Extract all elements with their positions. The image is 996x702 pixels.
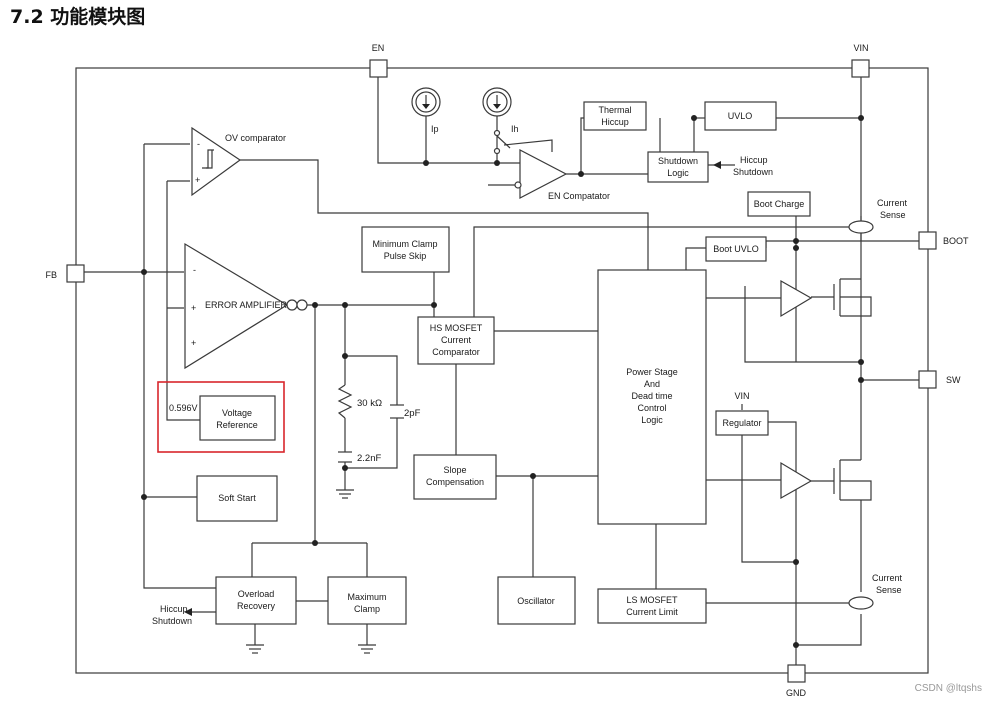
svg-text:Sense: Sense — [880, 210, 906, 220]
svg-text:Dead time: Dead time — [631, 391, 672, 401]
svg-text:Hiccup: Hiccup — [601, 117, 629, 127]
uvlo-block: UVLO — [704, 101, 777, 131]
svg-text:Oscillator: Oscillator — [517, 596, 555, 606]
current-sense-bottom: Current Sense — [848, 573, 903, 610]
watermark: CSDN @ltqshs — [914, 683, 982, 694]
svg-text:And: And — [644, 379, 660, 389]
svg-text:Ip: Ip — [431, 124, 439, 134]
thermal-hiccup-block: Thermal Hiccup — [583, 101, 647, 131]
compensation-network: 30 kΩ 2pF 2.2nF — [337, 384, 421, 464]
svg-text:Logic: Logic — [667, 168, 689, 178]
svg-text:Shutdown: Shutdown — [733, 167, 773, 177]
ov-comparator: - + OV comparator — [191, 126, 286, 197]
svg-text:Pulse Skip: Pulse Skip — [384, 251, 427, 261]
svg-text:OV comparator: OV comparator — [225, 133, 286, 143]
current-source-ip: Ip — [411, 87, 441, 134]
svg-text:+: + — [195, 175, 200, 185]
svg-text:Maximum: Maximum — [347, 592, 386, 602]
svg-text:ERROR AMPLIFIER: ERROR AMPLIFIER — [205, 300, 288, 310]
svg-text:BOOT: BOOT — [943, 236, 969, 246]
pin-boot: BOOT — [918, 231, 969, 250]
slope-compensation-block: Slope Compensation — [413, 454, 497, 500]
current-sense-top: Current Sense — [848, 198, 908, 234]
svg-text:VIN: VIN — [734, 391, 749, 401]
svg-text:GND: GND — [786, 688, 807, 698]
svg-text:Slope: Slope — [443, 465, 466, 475]
svg-text:Current Limit: Current Limit — [626, 607, 678, 617]
svg-text:Boot UVLO: Boot UVLO — [713, 244, 759, 254]
svg-text:EN Compatator: EN Compatator — [548, 191, 610, 201]
svg-text:Regulator: Regulator — [722, 418, 761, 428]
svg-text:+: + — [191, 338, 196, 348]
pin-en: EN — [369, 43, 388, 78]
en-comparator: EN Compatator — [514, 149, 610, 201]
voltage-reference-highlight: 0.596V Voltage Reference — [157, 381, 285, 453]
ls-current-limit-block: LS MOSFET Current Limit — [597, 588, 707, 624]
shutdown-logic-block: Shutdown Logic — [647, 151, 709, 183]
maximum-clamp-block: Maximum Clamp — [327, 576, 407, 625]
svg-text:Clamp: Clamp — [354, 604, 380, 614]
svg-text:Comparator: Comparator — [432, 347, 480, 357]
low-side-driver — [780, 461, 813, 500]
svg-text:Compensation: Compensation — [426, 477, 484, 487]
pin-vin: VIN — [851, 43, 870, 78]
svg-text:2.2nF: 2.2nF — [357, 453, 381, 464]
svg-text:Logic: Logic — [641, 415, 663, 425]
svg-text:Overload: Overload — [238, 589, 275, 599]
boot-uvlo-block: Boot UVLO — [705, 236, 767, 262]
pin-gnd: GND — [786, 664, 807, 698]
svg-text:Current: Current — [441, 335, 472, 345]
svg-text:Current: Current — [877, 198, 908, 208]
svg-text:-: - — [197, 139, 200, 149]
overload-recovery-block: Overload Recovery — [215, 576, 297, 625]
svg-text:Hiccup: Hiccup — [160, 604, 188, 614]
svg-text:+: + — [191, 303, 196, 313]
section-heading: 7.2 功能模块图 — [10, 6, 146, 28]
svg-text:Boot Charge: Boot Charge — [754, 199, 805, 209]
svg-text:Hiccup: Hiccup — [740, 155, 768, 165]
svg-text:-: - — [193, 265, 196, 275]
svg-text:Power Stage: Power Stage — [626, 367, 678, 377]
regulator-block: Regulator VIN — [715, 391, 769, 436]
svg-text:Voltage: Voltage — [222, 408, 252, 418]
svg-text:Ih: Ih — [511, 124, 519, 134]
svg-text:Recovery: Recovery — [237, 601, 276, 611]
svg-text:Shutdown: Shutdown — [152, 616, 192, 626]
soft-start-block: Soft Start — [196, 475, 278, 522]
junction-dots — [141, 115, 864, 648]
svg-text:Reference: Reference — [216, 420, 258, 430]
svg-text:UVLO: UVLO — [728, 111, 753, 121]
svg-text:Control: Control — [637, 403, 666, 413]
min-clamp-block: Minimum Clamp Pulse Skip — [361, 226, 450, 273]
svg-text:2pF: 2pF — [404, 408, 421, 419]
boot-charge-block: Boot Charge — [747, 191, 811, 217]
svg-text:SW: SW — [946, 375, 961, 385]
hs-current-comparator-block: HS MOSFET Current Comparator — [417, 316, 495, 365]
svg-text:EN: EN — [372, 43, 385, 53]
svg-text:LS MOSFET: LS MOSFET — [626, 595, 678, 605]
svg-text:VIN: VIN — [853, 43, 868, 53]
svg-text:FB: FB — [45, 270, 57, 280]
svg-text:Sense: Sense — [876, 585, 902, 595]
oscillator-block: Oscillator — [497, 576, 576, 625]
svg-text:Minimum Clamp: Minimum Clamp — [372, 239, 437, 249]
pin-fb: FB — [45, 264, 85, 283]
hiccup-shutdown-input: Hiccup Shutdown — [713, 155, 773, 177]
svg-text:Thermal: Thermal — [598, 105, 631, 115]
svg-text:0.596V: 0.596V — [169, 403, 198, 413]
power-stage-block: Power Stage And Dead time Control Logic — [597, 269, 707, 525]
high-side-driver — [780, 279, 813, 318]
svg-text:30 kΩ: 30 kΩ — [357, 398, 382, 409]
svg-text:Current: Current — [872, 573, 903, 583]
current-source-ih: Ih — [482, 87, 553, 155]
pin-sw: SW — [918, 370, 961, 389]
svg-text:HS MOSFET: HS MOSFET — [430, 323, 483, 333]
error-amplifier: - + + ERROR AMPLIFIER — [184, 242, 308, 370]
svg-text:Soft Start: Soft Start — [218, 493, 256, 503]
hiccup-shutdown-output: Hiccup Shutdown — [152, 604, 192, 626]
svg-text:Shutdown: Shutdown — [658, 156, 698, 166]
